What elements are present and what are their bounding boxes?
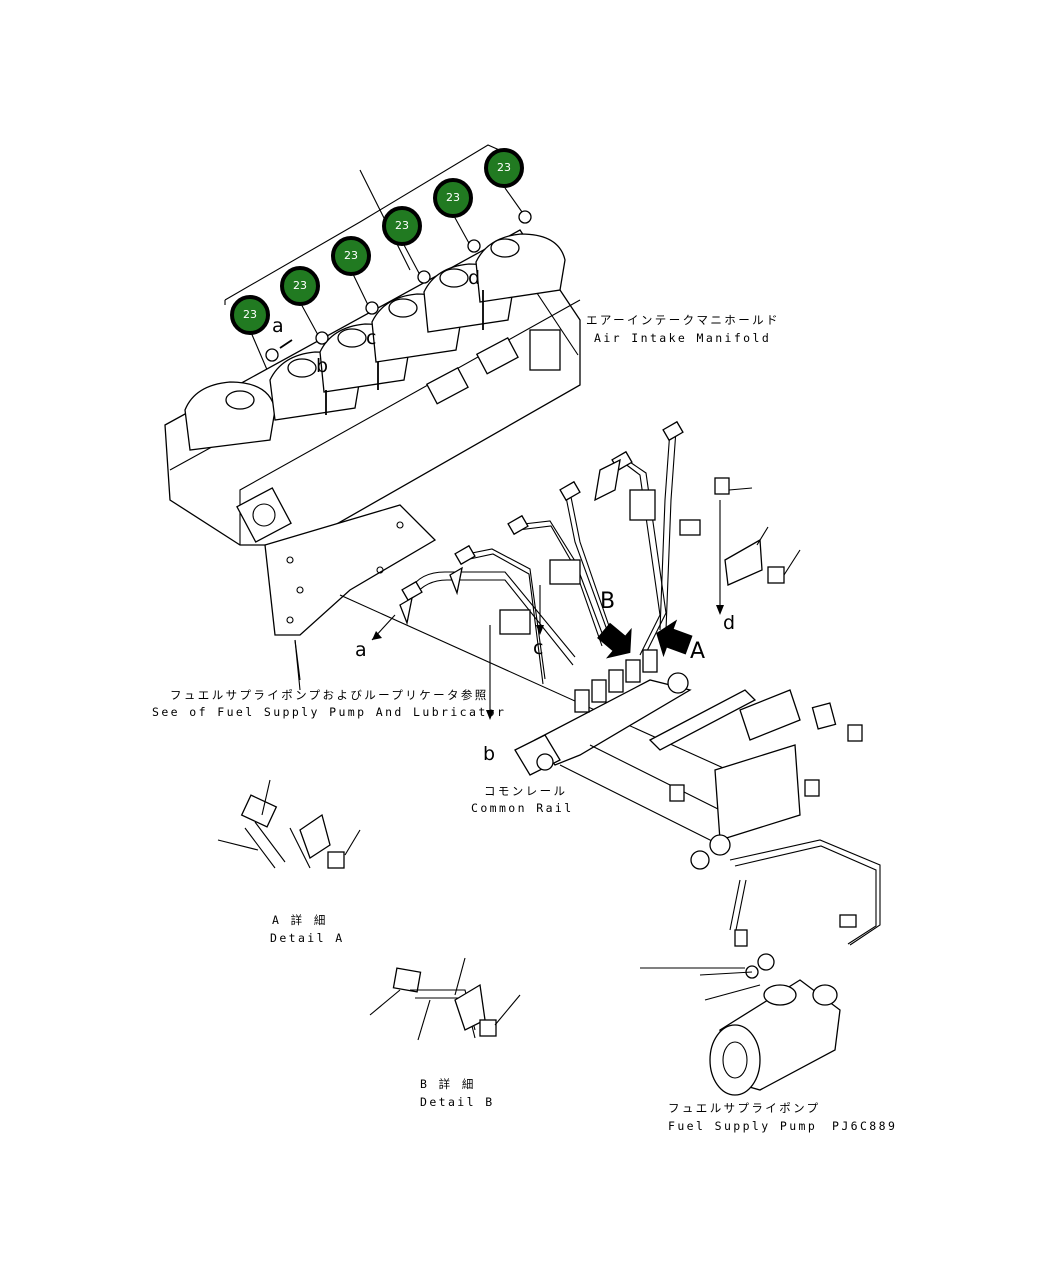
callout-23-1[interactable]: 23	[230, 295, 270, 335]
label-air-intake-jp: エアーインテークマニホールド	[586, 313, 780, 327]
ref-letter-a-bottom: a	[355, 639, 367, 661]
ref-letter-b-top: b	[316, 355, 329, 377]
callout-23-4[interactable]: 23	[382, 206, 422, 246]
ref-letter-d-bottom: d	[723, 612, 736, 634]
label-air-intake-en: Air Intake Manifold	[594, 331, 772, 345]
ref-letter-c-bottom: c	[533, 637, 544, 659]
detail-b-drawing	[369, 957, 521, 1041]
fuel-supply-pump	[640, 834, 881, 1096]
label-see-fuel-jp: フュエルサプライポンプおよびループリケータ参照	[170, 688, 489, 702]
callout-23-5[interactable]: 23	[433, 178, 473, 218]
label-fuel-pump-jp: フュエルサプライポンプ	[668, 1101, 821, 1115]
label-common-rail-jp: コモンレール	[484, 784, 568, 798]
injection-pipes	[399, 420, 701, 685]
label-fuel-pump-en: Fuel Supply Pump	[668, 1119, 818, 1133]
callout-label: 23	[395, 219, 409, 232]
callout-label: 23	[344, 249, 358, 262]
bracket-plate	[264, 504, 751, 781]
label-common-rail-en: Common Rail	[471, 801, 574, 815]
ref-letter-c-top: c	[366, 327, 377, 349]
ref-letter-b-bottom: b	[483, 743, 496, 765]
label-see-fuel-en: See of Fuel Supply Pump And Lubricator	[152, 705, 507, 719]
common-rail	[514, 619, 863, 846]
label-detail-a-jp: A 詳 細	[272, 913, 328, 927]
view-letter-A: A	[690, 639, 706, 664]
engine-cylinder-head	[164, 210, 581, 546]
callout-label: 23	[293, 279, 307, 292]
view-letter-B: B	[600, 589, 616, 614]
label-detail-b-en: Detail B	[420, 1095, 495, 1109]
detail-a-drawing	[217, 779, 361, 869]
drawing-code: PJ6C889	[832, 1119, 898, 1133]
ref-letter-a-top: a	[272, 315, 284, 337]
letter-leaders	[294, 477, 801, 720]
callout-23-6[interactable]: 23	[484, 148, 524, 188]
label-detail-b-jp: B 詳 細	[420, 1077, 476, 1091]
label-detail-a-en: Detail A	[270, 931, 345, 945]
callout-label: 23	[497, 161, 511, 174]
callout-label: 23	[446, 191, 460, 204]
callout-label: 23	[243, 308, 257, 321]
callout-23-3[interactable]: 23	[331, 236, 371, 276]
ref-letter-d-top: d	[468, 267, 481, 289]
callout-23-2[interactable]: 23	[280, 266, 320, 306]
